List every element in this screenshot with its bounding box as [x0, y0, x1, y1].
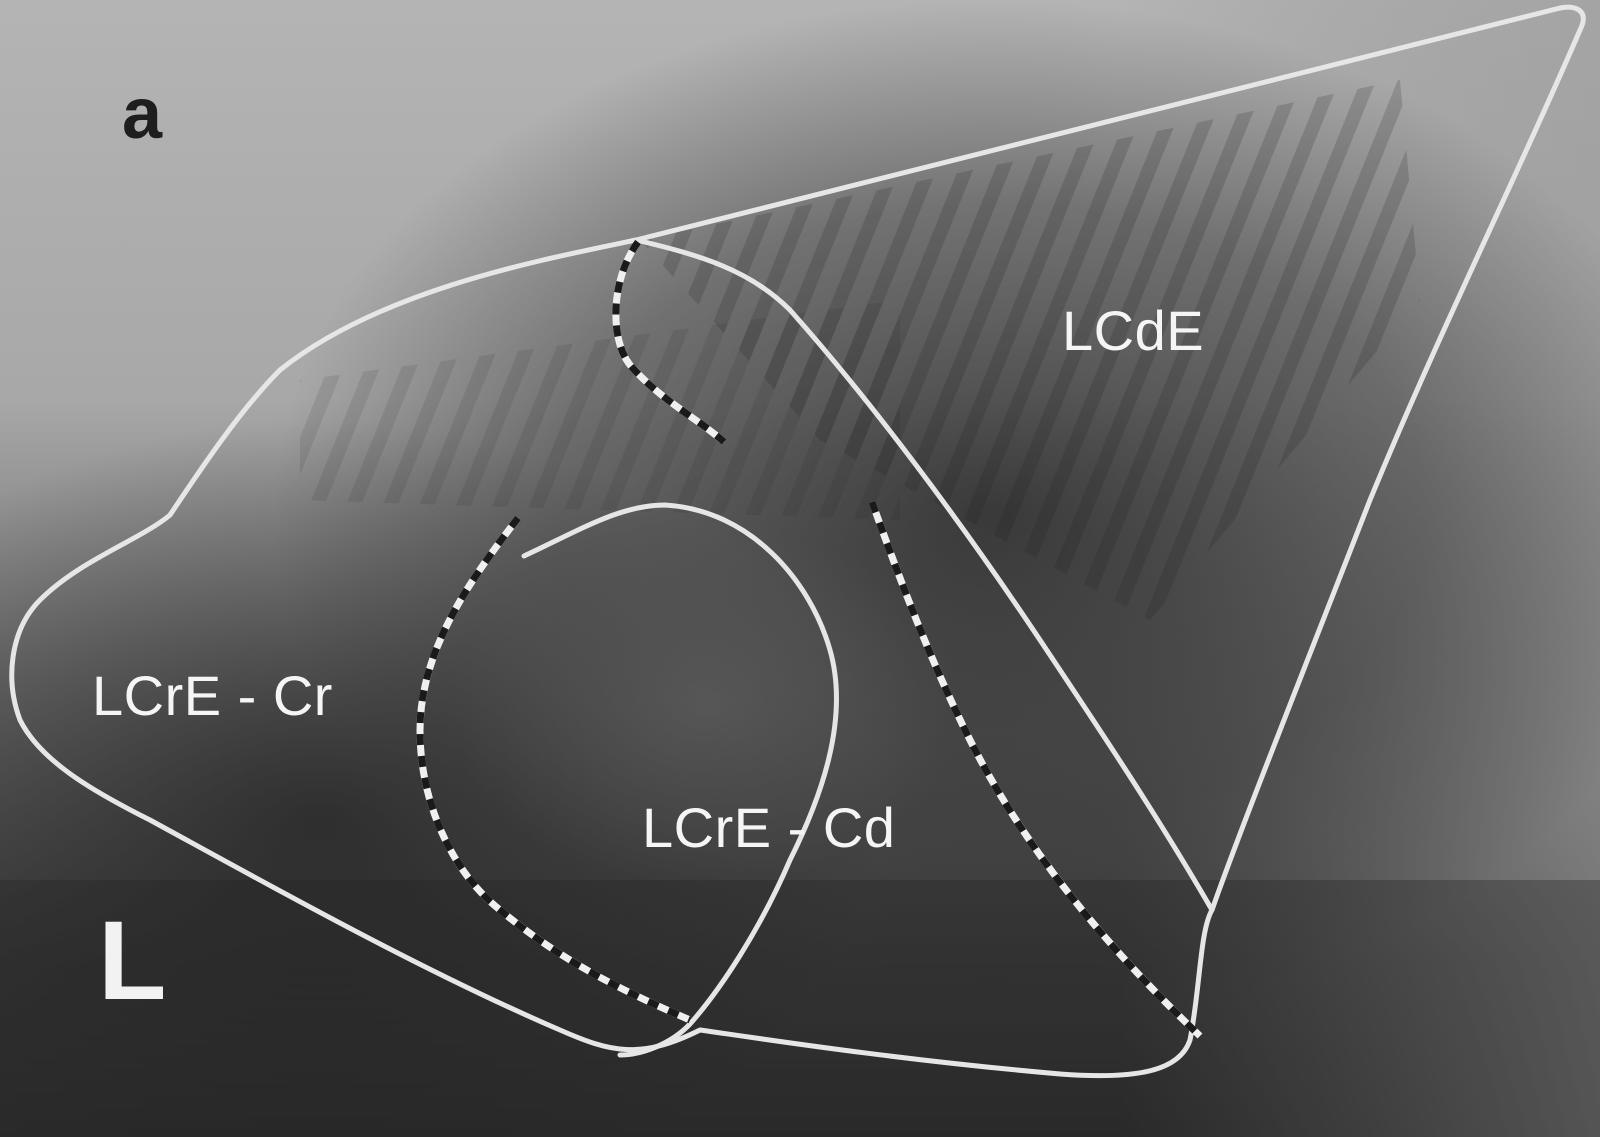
- side-marker-left: L: [98, 898, 167, 1023]
- dashed-fissure-upper: [612, 239, 727, 445]
- dashed-fissure-left: [416, 515, 692, 1024]
- outline-thorax: [9, 4, 1586, 1079]
- panel-letter: a: [122, 74, 163, 154]
- region-label-lcde: LCdE: [1062, 299, 1205, 362]
- region-label-lcre-cd: LCrE - Cd: [642, 796, 896, 859]
- region-label-lcre-cr: LCrE - Cr: [92, 664, 333, 727]
- outline-lcre-cd: [521, 502, 839, 1058]
- dashed-fissure-right: [868, 500, 1203, 1039]
- outline-lcde-boundary: [635, 237, 1215, 912]
